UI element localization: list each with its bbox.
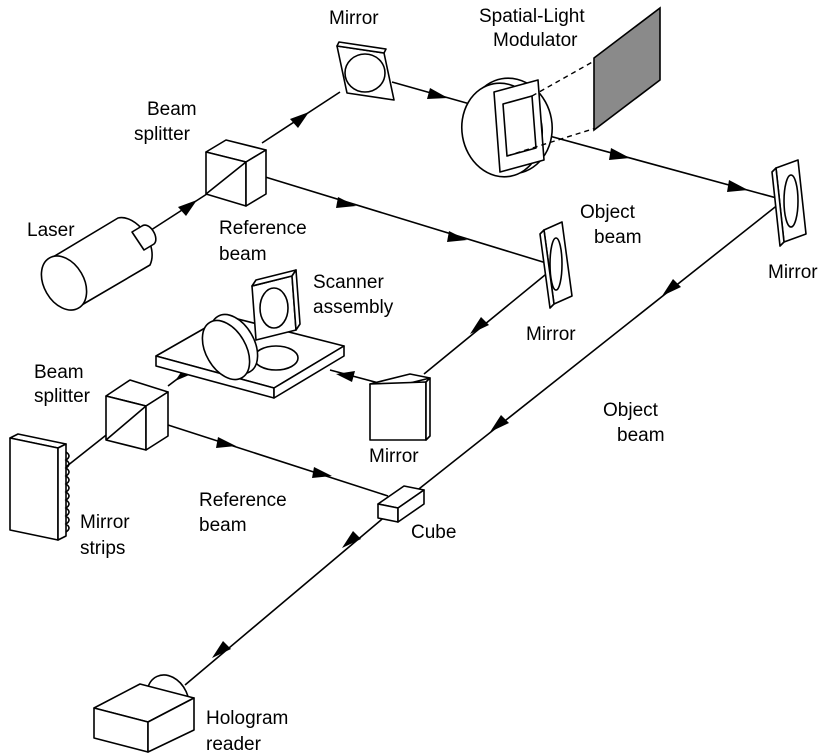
beam-splitter-to-strips — [61, 431, 111, 471]
arrow-object-down-4 — [212, 641, 231, 658]
label-mirror-strips-1: Mirror — [80, 512, 130, 533]
spatial-light-modulator — [460, 6, 661, 178]
arrow-reference-down — [470, 317, 489, 334]
hologram-reader — [93, 674, 195, 753]
mm-back — [539, 229, 555, 309]
slm-image-panel — [593, 6, 661, 132]
slm-inner — [502, 95, 537, 157]
mirror-bottom — [369, 373, 431, 441]
beam-arrows — [175, 88, 748, 658]
mirror-right — [771, 159, 807, 247]
label-object-beam-bottom-1: Object — [603, 400, 659, 421]
beam-splitter-top — [205, 139, 267, 207]
label-scanner-2: assembly — [313, 297, 394, 318]
scanner-disc — [253, 345, 299, 371]
mr-back — [771, 167, 785, 247]
ms-side — [57, 443, 67, 541]
scanner-mirror-circle — [259, 287, 289, 329]
bst-side — [245, 149, 267, 207]
scanner-assembly — [155, 269, 345, 399]
mm-circle — [549, 237, 563, 291]
scanner-lens-front — [201, 319, 251, 381]
label-cube: Cube — [411, 522, 456, 543]
mt-circle — [344, 53, 386, 93]
label-beam-splitter-bottom-1: Beam — [34, 362, 84, 383]
cube-side — [397, 489, 425, 523]
label-hologram-reader-2: reader — [206, 734, 262, 754]
label-scanner-1: Scanner — [313, 272, 384, 293]
reader-side — [147, 697, 195, 753]
mr-circle — [783, 174, 799, 228]
label-reference-beam-top-1: Reference — [219, 218, 307, 239]
arrow-object-down-1 — [662, 279, 681, 296]
mb-front — [369, 381, 427, 441]
arrow-reference-bottom-2 — [312, 467, 332, 478]
bst-diagonal — [205, 161, 247, 195]
arrow-object-down-3 — [342, 531, 361, 548]
laser — [40, 216, 157, 311]
label-mirror-right: Mirror — [768, 262, 818, 283]
object-beam-right-mirror-to-cube — [409, 199, 785, 497]
label-slm-2: Modulator — [493, 30, 578, 51]
bsb-side — [145, 391, 169, 451]
arrow-reference-bottom-1 — [216, 437, 236, 448]
arrow-to-scanner — [336, 371, 355, 382]
label-mirror-mid: Mirror — [526, 324, 576, 345]
cube-front — [377, 503, 399, 523]
ms-front — [9, 437, 59, 541]
label-reference-beam-top-2: beam — [219, 244, 267, 265]
arrow-to-slm — [427, 88, 448, 99]
reference-beam-splitter-to-cube — [167, 424, 389, 497]
arrow-object-down-2 — [490, 415, 509, 432]
label-slm-1: Spatial-Light — [479, 6, 585, 27]
label-object-beam-bottom-2: beam — [617, 425, 665, 446]
mirror-top — [336, 41, 395, 101]
label-object-beam-top-1: Object — [580, 202, 636, 223]
laser-nozzle — [131, 224, 157, 251]
arrow-laser — [178, 200, 197, 216]
mirror-strips — [9, 433, 70, 541]
beam-laser-to-splitter — [147, 191, 211, 233]
scanner-mirror-side — [291, 269, 301, 331]
ms-ridges — [64, 451, 70, 533]
scanner-plate-side — [273, 345, 345, 399]
arrow-object-2 — [727, 180, 748, 192]
label-beam-splitter-top-1: Beam — [147, 99, 197, 120]
label-object-beam-top-2: beam — [594, 227, 642, 248]
label-mirror-strips-2: strips — [80, 538, 125, 559]
bsb-diagonal — [105, 405, 147, 441]
label-mirror-bottom: Mirror — [369, 446, 419, 467]
mt-edge — [336, 41, 387, 54]
reference-beam-mirror-to-lower-mirror — [423, 265, 557, 375]
cube — [377, 485, 425, 523]
arrow-reference-2 — [447, 231, 467, 242]
label-beam-splitter-bottom-2: splitter — [34, 386, 91, 407]
arrow-object-1 — [609, 148, 630, 160]
label-mirror-top: Mirror — [329, 8, 379, 29]
label-hologram-reader-1: Hologram — [206, 708, 288, 729]
slm-projection-bottom — [506, 127, 597, 157]
mb-side — [425, 377, 431, 441]
label-beam-splitter-top-2: splitter — [134, 124, 191, 145]
labels: Mirror Spatial-Light Modulator Beam spli… — [27, 6, 818, 754]
beam-splitter-bottom — [105, 379, 169, 451]
arrow-reference-1 — [336, 197, 356, 208]
reference-beam-splitter-to-mirror — [261, 175, 557, 267]
slm-projection-top — [531, 59, 597, 97]
label-reference-beam-bottom-1: Reference — [199, 490, 287, 511]
label-laser: Laser — [27, 220, 75, 241]
mirror-mid — [539, 221, 573, 309]
object-beam-cube-to-reader — [184, 503, 401, 686]
arrow-to-top-mirror — [290, 112, 309, 128]
label-reference-beam-bottom-2: beam — [199, 515, 247, 536]
laser-end-face — [40, 255, 88, 311]
